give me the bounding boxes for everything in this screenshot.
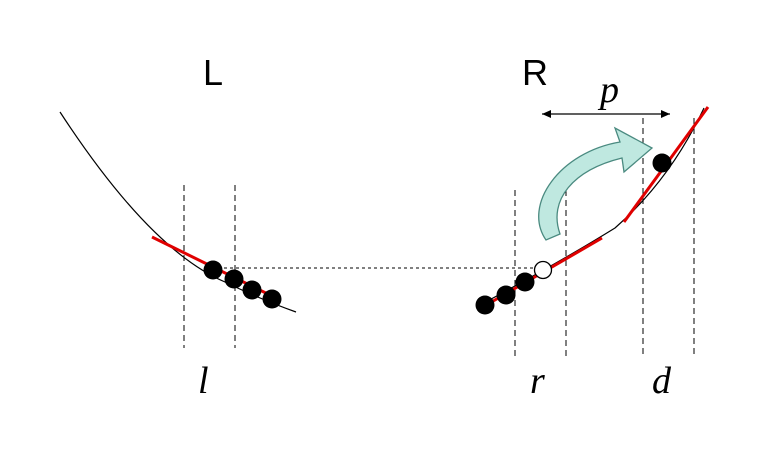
point-r-1 [475, 295, 495, 315]
label-p: p [597, 69, 619, 111]
point-d [652, 153, 672, 173]
point-l-4 [262, 289, 282, 309]
point-r-3 [515, 272, 535, 292]
point-l-3 [242, 280, 262, 300]
label-r: r [530, 360, 545, 402]
label-d: d [652, 360, 672, 402]
label-R: R [522, 52, 548, 93]
point-l-1 [203, 260, 223, 280]
label-l: l [198, 360, 209, 402]
main-curve [59, 111, 297, 313]
point-r-2 [496, 285, 516, 305]
point-l-2 [224, 269, 244, 289]
curved-block-arrow [538, 126, 654, 241]
label-L: L [203, 52, 223, 93]
point-r-open [533, 260, 553, 280]
main-curve-right [479, 107, 705, 306]
